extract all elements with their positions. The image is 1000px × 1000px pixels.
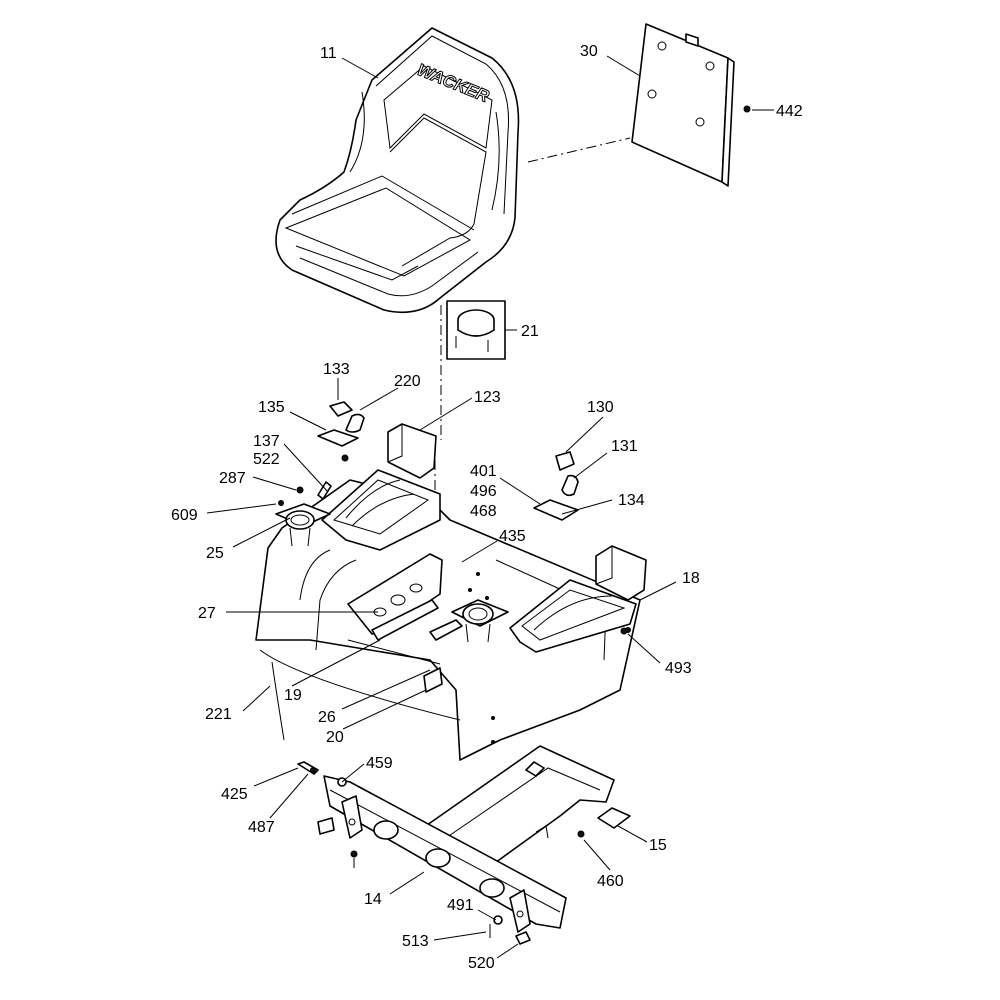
callout-493: 493	[665, 660, 692, 677]
callout-15: 15	[649, 837, 667, 854]
callout-220: 220	[394, 373, 421, 390]
callout-21: 21	[521, 323, 539, 340]
left-switch-bracket	[317, 401, 365, 462]
callout-131: 131	[611, 438, 638, 455]
callout-522: 522	[253, 451, 280, 468]
callout-520: 520	[468, 955, 495, 972]
callout-26: 26	[318, 709, 336, 726]
callout-442: 442	[776, 103, 803, 120]
seat-switch-detail	[446, 300, 506, 360]
trim-strip	[271, 661, 285, 741]
callout-221: 221	[205, 706, 232, 723]
inner-brackets	[347, 553, 463, 693]
callout-130: 130	[587, 399, 614, 416]
callout-123: 123	[474, 389, 501, 406]
callout-18: 18	[682, 570, 700, 587]
callout-425: 425	[221, 786, 248, 803]
seat-plate	[631, 23, 751, 187]
left-armrest	[321, 423, 441, 551]
callout-11: 11	[320, 45, 337, 62]
callout-435: 435	[499, 528, 526, 545]
fasteners	[297, 627, 631, 945]
right-armrest	[509, 545, 647, 653]
left-cupholder	[275, 481, 332, 547]
callout-27: 27	[198, 605, 216, 622]
mounting-frame	[317, 745, 615, 933]
centerline-seat-plate	[527, 137, 631, 163]
callout-513: 513	[402, 933, 429, 950]
callout-135: 135	[258, 399, 285, 416]
callout-137: 137	[253, 433, 280, 450]
seat: WACKER	[275, 27, 520, 314]
right-cupholder	[451, 599, 509, 643]
callout-20: 20	[326, 729, 344, 746]
callout-133: 133	[323, 361, 350, 378]
callout-609: 609	[171, 507, 198, 524]
callout-487: 487	[248, 819, 275, 836]
callout-19: 19	[284, 687, 302, 704]
callout-14: 14	[364, 891, 382, 908]
pad	[597, 807, 631, 829]
callout-491: 491	[447, 897, 474, 914]
callout-30: 30	[580, 43, 598, 60]
callout-25: 25	[206, 545, 224, 562]
leader-lines	[206, 55, 774, 959]
callout-134: 134	[618, 492, 645, 509]
callout-460: 460	[597, 873, 624, 890]
callout-401: 401	[470, 463, 497, 480]
callouts: 11 30 442 21 133 220 135 123 137 522 287…	[171, 43, 803, 972]
callout-459: 459	[366, 755, 393, 772]
callout-287: 287	[219, 470, 246, 487]
right-switch-bracket	[533, 451, 579, 521]
callout-468: 468	[470, 503, 497, 520]
callout-496: 496	[470, 483, 497, 500]
